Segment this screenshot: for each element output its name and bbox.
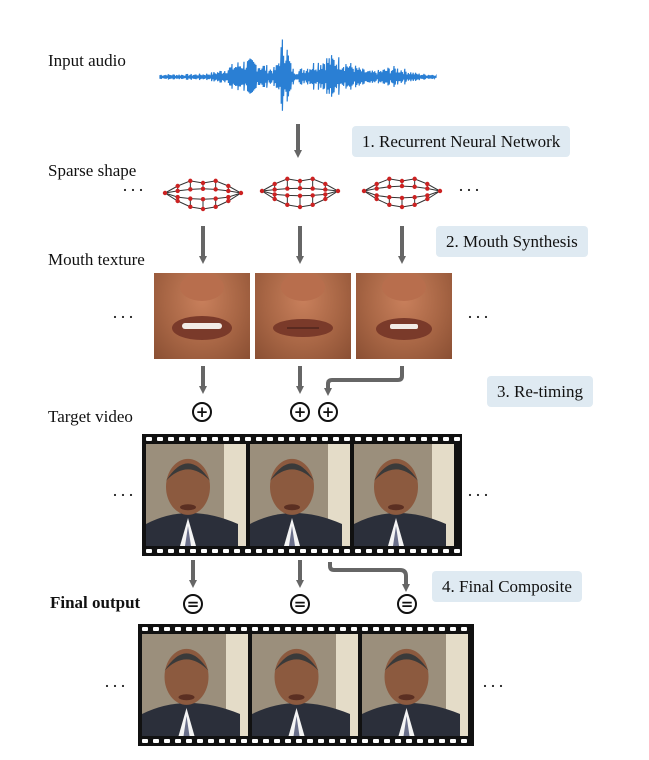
label-mouth-texture: Mouth texture (48, 250, 145, 269)
mouth-texture-image (356, 273, 452, 359)
label-sparse-shape: Sparse shape (48, 161, 137, 180)
ellipsis: ··· (467, 307, 491, 327)
arrow-final-composite (328, 562, 410, 592)
plus-operator: + (192, 402, 212, 422)
equals-operator: = (397, 594, 417, 614)
equals-operator: = (183, 594, 203, 614)
step-recurrent-neural-network: 1. Recurrent Neural Network (352, 126, 571, 157)
step-re-timing: 3. Re-timing (487, 376, 593, 407)
mouth-texture-image (154, 273, 250, 359)
label-input-audio: Input audio (48, 51, 126, 70)
ellipsis: ··· (112, 307, 136, 327)
arrow-retiming (324, 366, 404, 396)
step-mouth-synthesis: 2. Mouth Synthesis (436, 226, 588, 257)
ellipsis: ··· (112, 485, 136, 505)
ellipsis: ··· (467, 485, 491, 505)
plus-operator: + (290, 402, 310, 422)
mouth-texture-image (255, 273, 351, 359)
landmark-mesh (361, 176, 443, 210)
label-final-output: Final output (50, 593, 141, 612)
final-output-filmstrip (138, 624, 474, 746)
flow-arrows (189, 124, 410, 592)
equals-operator: = (290, 594, 310, 614)
target-video-filmstrip (142, 434, 462, 556)
step-final-composite: 4. Final Composite (432, 571, 582, 602)
audio-waveform (159, 39, 437, 111)
ellipsis: ··· (482, 676, 506, 696)
landmark-mesh (259, 176, 341, 210)
landmark-mesh (162, 178, 244, 212)
ellipsis: ··· (104, 676, 128, 696)
ellipsis: ··· (122, 180, 146, 200)
plus-operator: + (318, 402, 338, 422)
label-target-video: Target video (48, 407, 133, 426)
ellipsis: ··· (458, 180, 482, 200)
